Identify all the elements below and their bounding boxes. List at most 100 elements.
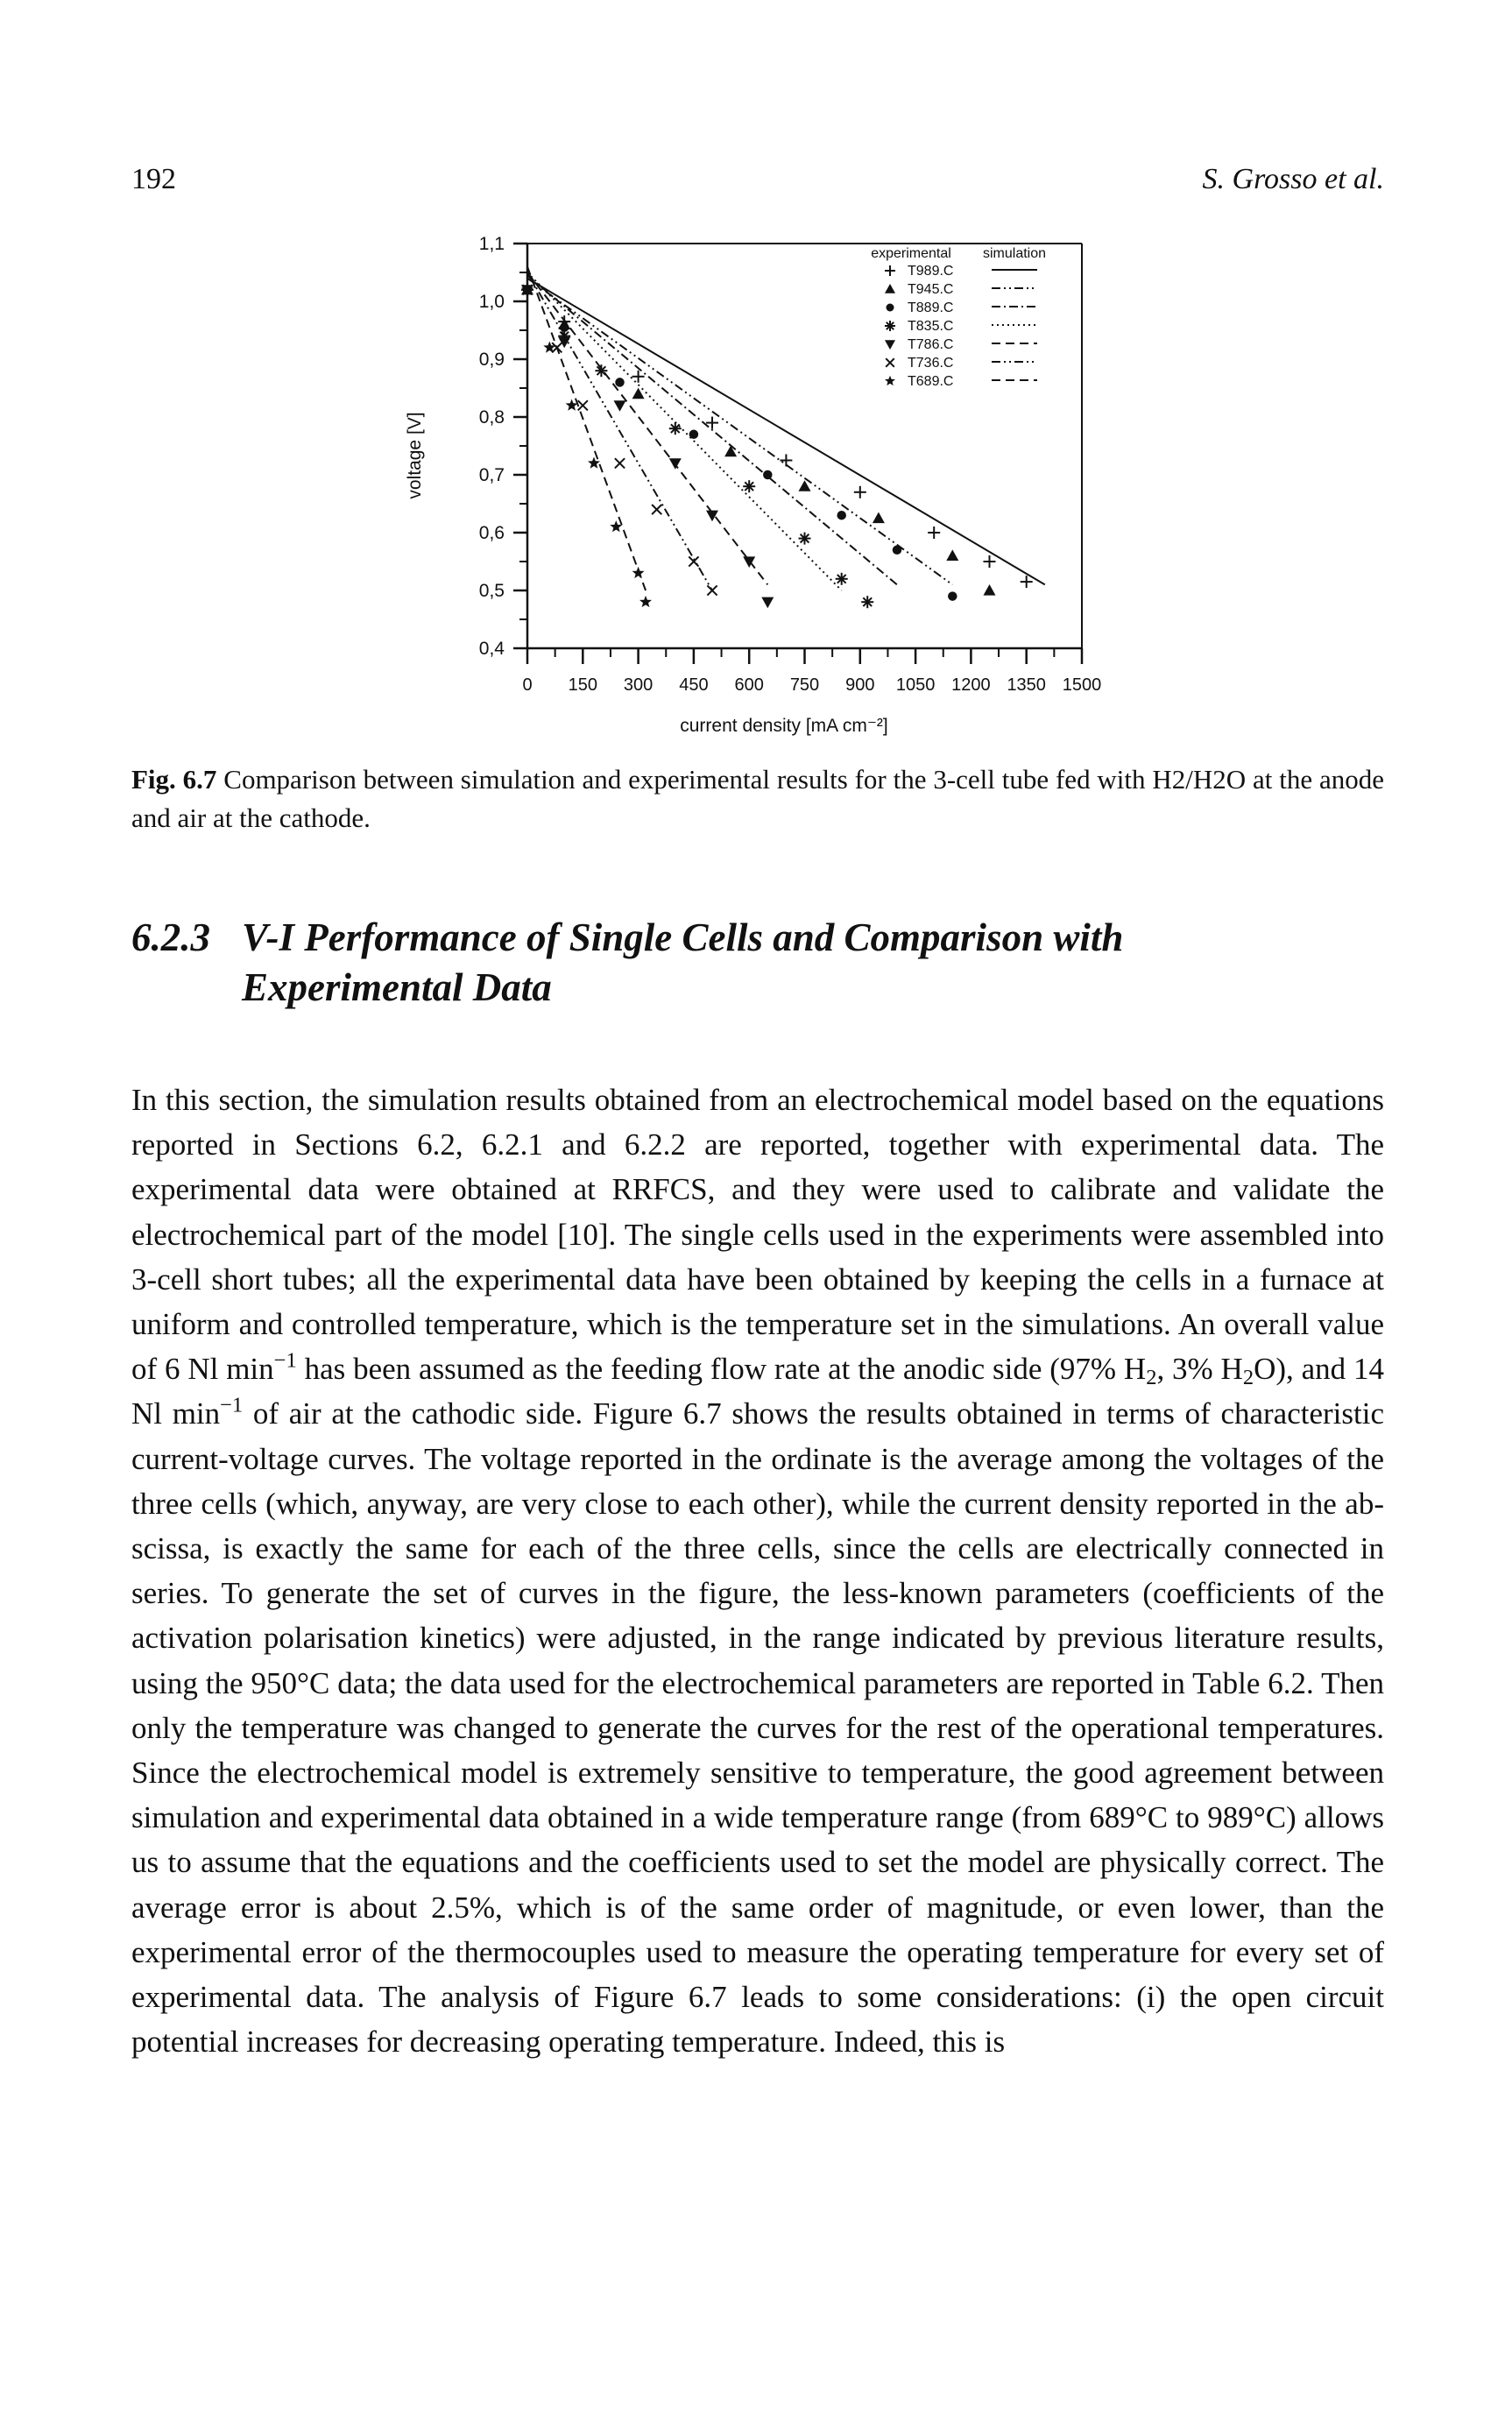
data-point [613,400,626,412]
data-point [632,566,645,579]
data-point [689,429,699,440]
data-point [763,470,773,480]
data-point [706,510,718,522]
data-point [761,597,774,609]
chart-plot-area [521,266,1046,609]
legend-header-experimental: experimental [871,246,951,261]
marker-triangle [798,480,811,491]
marker-triangle [632,387,645,399]
marker-triangle-down [706,510,718,522]
legend-entry-label: T945.C [908,282,953,297]
simulation-line [526,272,843,591]
section-number: 6.2.3 [131,915,210,959]
legend-entry-label: T989.C [908,264,953,279]
marker-triangle [724,445,738,457]
marker-triangle-down [668,458,682,470]
page-header: 192 S. Grosso et al. [131,163,1384,207]
data-point [610,520,623,533]
x-tick-label: 450 [679,675,708,695]
marker-circle [837,510,846,520]
data-point [743,556,756,568]
marker-star [588,456,600,469]
data-point [639,595,652,608]
marker-ast-d2 [837,574,847,584]
simulation-line [526,277,953,586]
data-point [559,322,569,332]
y-tick-label: 1,1 [479,234,505,254]
marker-triangle-down [613,400,626,412]
data-point [706,584,718,597]
legend-entry-label: T786.C [908,337,953,352]
marker-star [521,283,533,295]
marker-triangle-down [885,340,895,350]
data-point [615,378,625,387]
marker-star [565,399,578,411]
data-point [861,596,874,609]
x-tick-label: 600 [735,675,764,695]
body-text-run: In this section, the simulation results … [131,1083,1384,1387]
data-point [576,399,589,412]
data-point [706,416,718,429]
data-point [688,555,700,568]
data-point [983,584,996,596]
marker-circle [948,591,957,601]
data-point [872,512,885,524]
legend-entry-label: T736.C [908,356,953,371]
marker-star [632,566,645,579]
x-tick-label: 300 [624,675,653,695]
subscript: 2 [1242,1366,1254,1390]
data-point [780,454,793,467]
data-point [558,336,571,349]
data-point [521,283,533,295]
simulation-line [526,272,713,591]
data-point [948,591,957,601]
page-number: 192 [131,163,176,195]
x-tick-label: 1500 [1063,675,1102,695]
marker-ast-d2 [886,322,894,330]
marker-star [885,375,895,386]
data-point [983,555,996,568]
data-point [885,284,895,293]
data-point [892,545,902,555]
simulation-line [526,277,1046,586]
y-tick-label: 0,4 [479,639,505,659]
data-point [614,457,625,470]
marker-triangle-down [743,556,756,568]
data-point [837,510,846,520]
running-author: S. Grosso et al. [1202,163,1384,195]
marker-x-b [688,555,700,568]
marker-x-b [614,457,625,470]
marker-triangle [983,584,996,596]
legend-entry-label: T889.C [908,300,953,315]
data-point [668,422,682,435]
data-point [632,370,645,383]
body-text-run: , 3% H [1156,1352,1243,1387]
marker-triangle-down [558,336,571,349]
marker-triangle-down [761,597,774,609]
marker-triangle [872,512,885,524]
marker-ast-d2 [799,533,810,544]
data-point [798,532,811,545]
marker-star [639,595,652,608]
data-point [798,480,811,491]
figure-caption-text: Comparison between simulation and experi… [131,764,1384,833]
x-axis-label: current density [mA cm⁻²] [680,716,887,736]
simulation-line [526,272,769,586]
y-tick-label: 0,7 [479,465,505,485]
x-tick-label: 1350 [1007,675,1046,695]
body-text-run: has been assumed as the feeding flow rat… [296,1352,1147,1387]
legend-entry-label: T689.C [908,374,953,389]
x-tick-label: 1050 [896,675,936,695]
marker-x-b [576,399,589,412]
y-axis-label: voltage [V] [405,412,425,498]
marker-star [610,520,623,533]
data-point [885,321,895,331]
data-point [946,549,959,561]
section-title-line2: Experimental Data [242,965,552,1009]
data-point [724,445,738,457]
data-point [885,340,895,350]
